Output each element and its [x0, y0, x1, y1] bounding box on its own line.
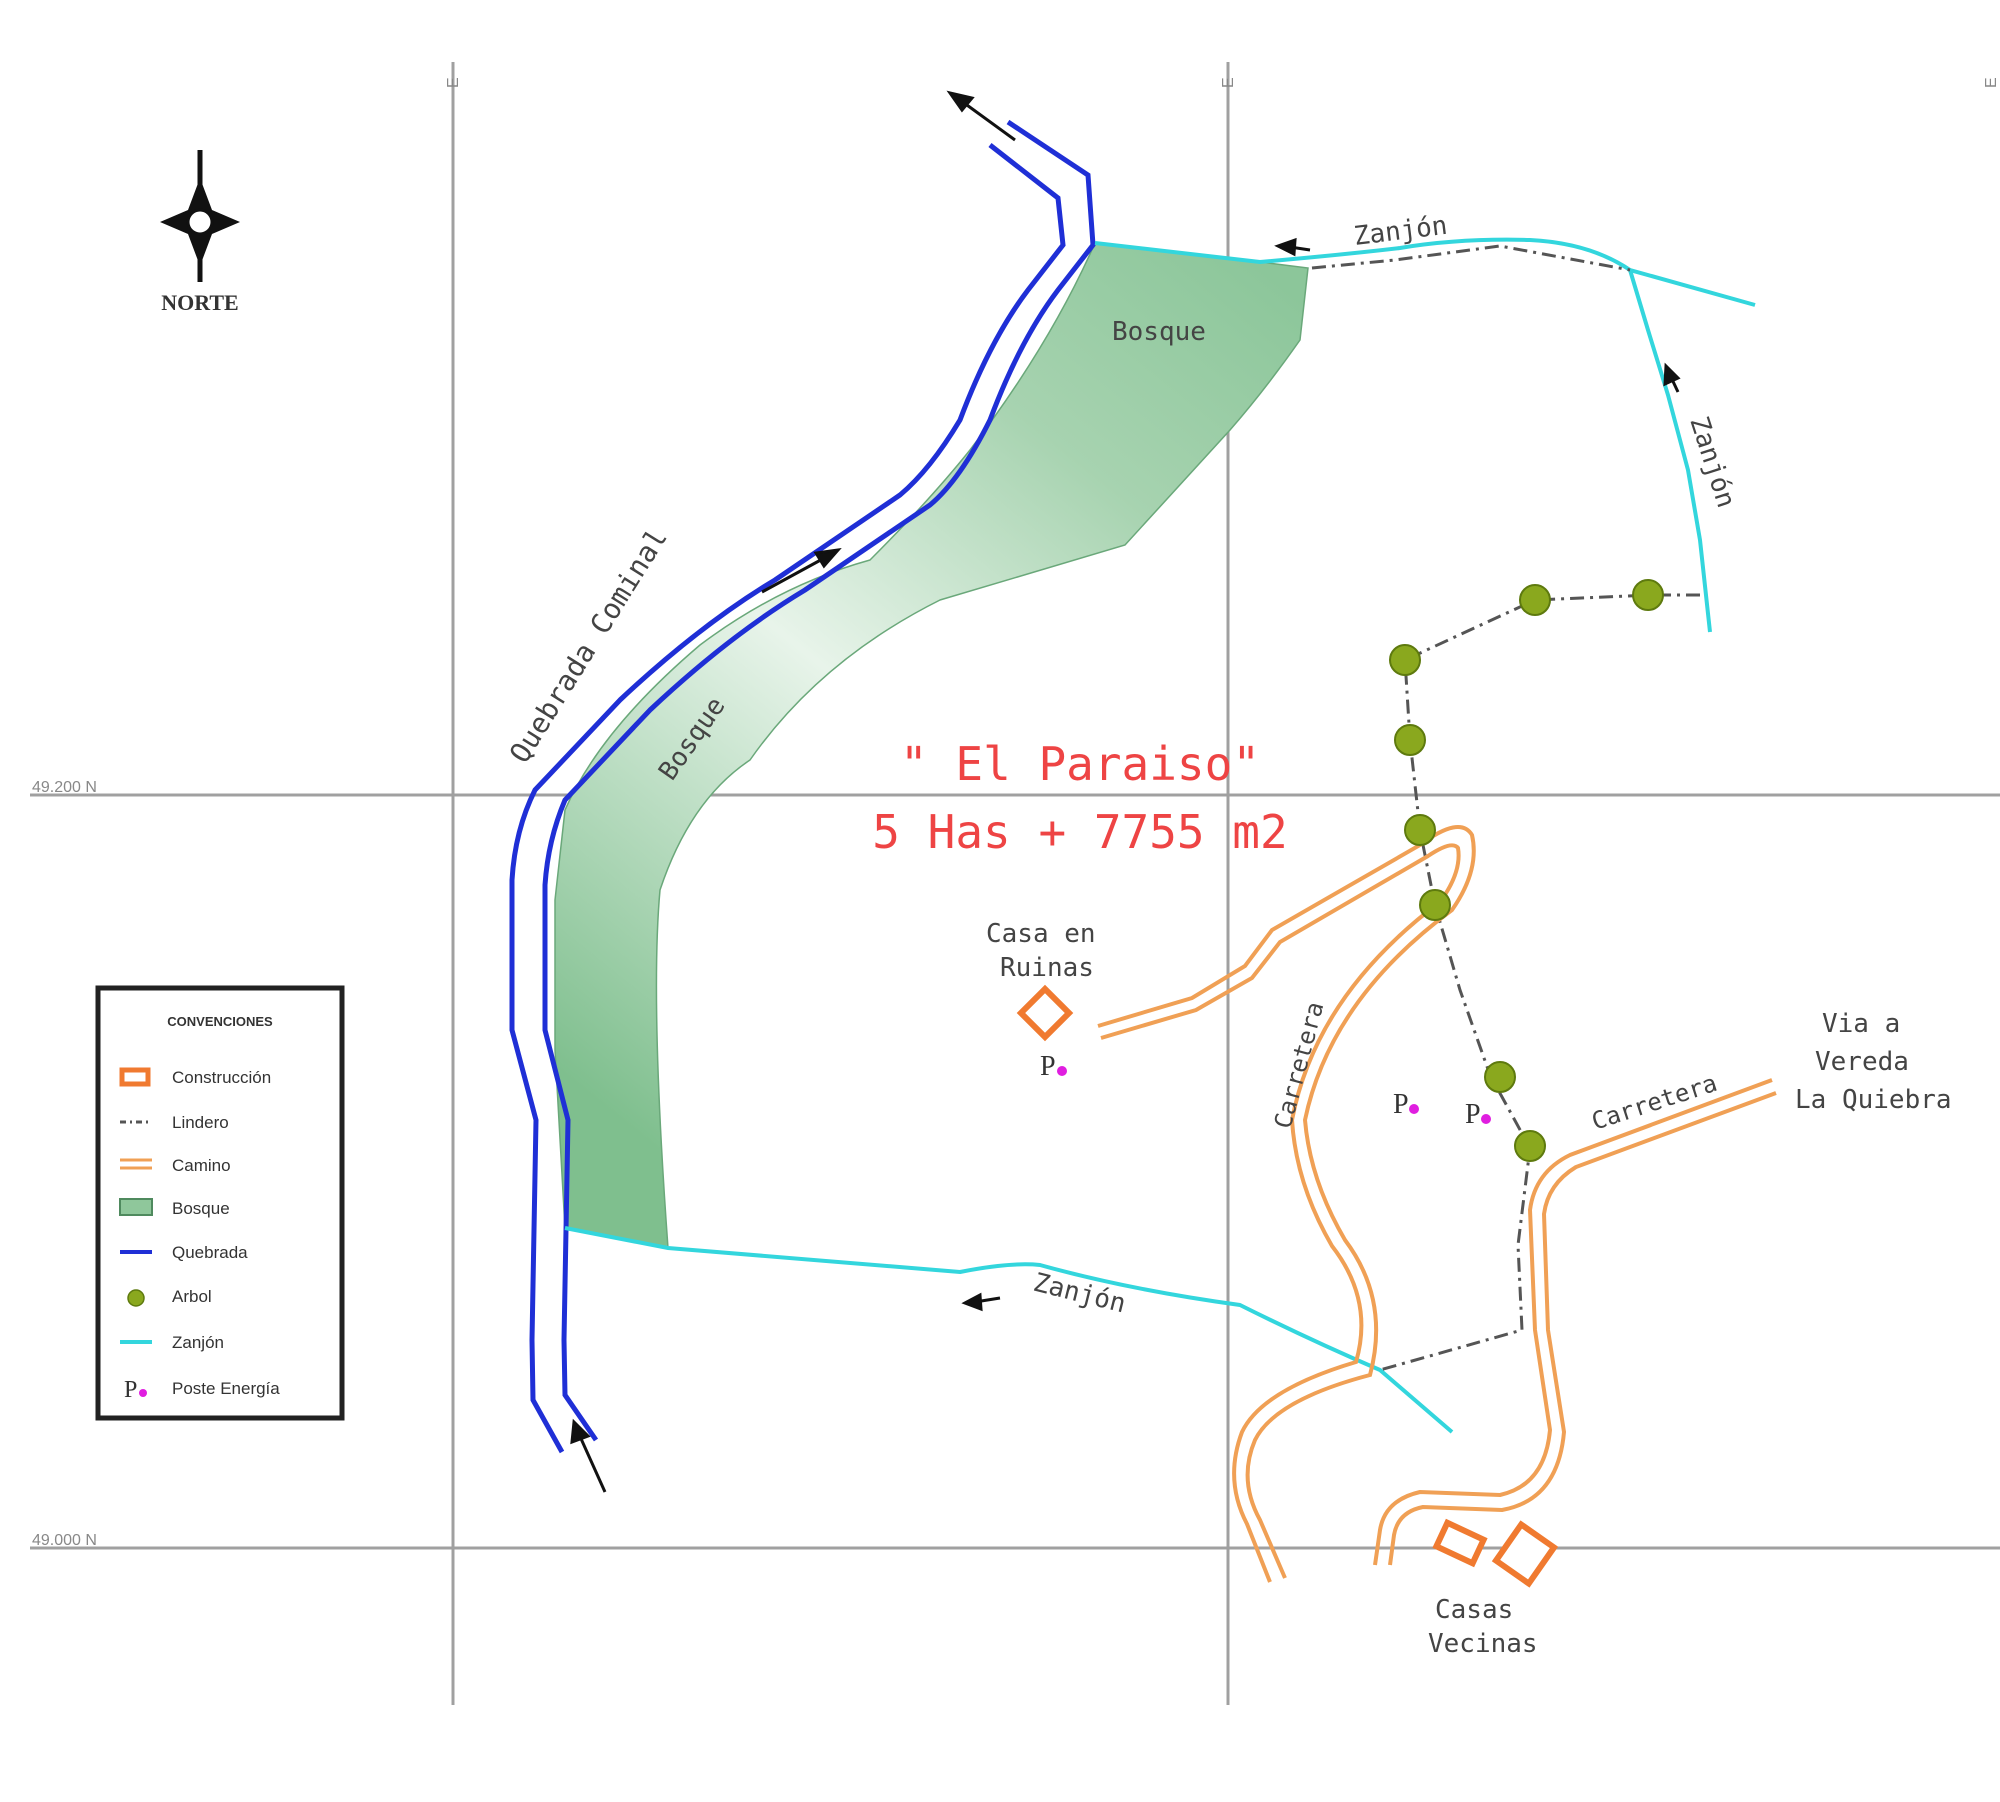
title-area: 5 Has + 7755 m2 — [872, 805, 1287, 859]
ruin-house — [1016, 984, 1074, 1042]
label-ruin-line1: Casa en — [986, 919, 1096, 949]
legend-label-arbol: Arbol — [172, 1287, 212, 1306]
legend-label-lindero: Lindero — [172, 1113, 229, 1132]
legend-swatch-construccion — [119, 1067, 151, 1087]
legend-swatch-poste-symbol: P — [124, 1377, 137, 1403]
grid-tick-left: E — [445, 77, 462, 88]
stream-bank-left — [509, 143, 1066, 1454]
arrow-head-ditch-bottom — [961, 1292, 983, 1312]
legend-label-camino: Camino — [172, 1156, 231, 1175]
grid-tick-mid: E — [1220, 77, 1237, 88]
north-label: NORTE — [161, 290, 238, 315]
legend-swatch-poste-dot — [139, 1389, 147, 1397]
ditch-bottom — [564, 1226, 1454, 1434]
label-houses-line1: Casas — [1435, 1595, 1513, 1625]
roads-camino — [1097, 825, 1777, 1583]
label-forest-top: Bosque — [1112, 317, 1206, 347]
map-title: " El Paraiso" 5 Has + 7755 m2 — [872, 737, 1287, 859]
legend: CONVENCIONES Construcción Lindero Camino… — [95, 985, 345, 1421]
legend-item-camino: Camino — [120, 1156, 231, 1175]
arrow-head-ditch-top — [1274, 237, 1297, 257]
stream-quebrada — [509, 119, 1096, 1454]
grid-labels: 49.200 N 49.000 N E E E — [32, 77, 2000, 1549]
legend-label-zanjon: Zanjón — [172, 1333, 224, 1352]
tree-1 — [1519, 584, 1551, 616]
pole-3: P — [1465, 1099, 1491, 1130]
road-right-edge-b — [1388, 1091, 1777, 1566]
neighbor-house-2 — [1491, 1520, 1559, 1588]
legend-item-lindero: Lindero — [120, 1113, 229, 1132]
grid-label-top: 49.200 N — [32, 779, 97, 796]
road-left-edge-b — [1100, 843, 1461, 1583]
legend-item-zanjon: Zanjón — [120, 1333, 224, 1352]
road-left-edge-a — [1097, 825, 1476, 1579]
arrow-head-stream-top — [946, 90, 975, 113]
pole-1: P — [1040, 1051, 1067, 1082]
arrow-stream-mid — [761, 554, 829, 594]
ditch-right — [1628, 269, 1712, 633]
label-via-line1: Via a — [1822, 1009, 1900, 1039]
tree-5 — [1404, 814, 1436, 846]
ditch-top — [1094, 237, 1756, 307]
property-boundary-lindero — [1311, 244, 1700, 1372]
arrow-head-stream-bottom — [570, 1418, 591, 1445]
tree-2 — [1632, 579, 1664, 611]
label-via-line3: La Quiebra — [1795, 1085, 1952, 1115]
legend-label-bosque: Bosque — [172, 1199, 230, 1218]
tree-6 — [1419, 889, 1451, 921]
tree-4 — [1394, 724, 1426, 756]
pole-2: P — [1393, 1089, 1419, 1120]
pole-3-dot — [1481, 1114, 1491, 1124]
title-name: " El Paraiso" — [900, 737, 1260, 791]
legend-item-construccion: Construcción — [119, 1067, 271, 1087]
pole-1-dot — [1057, 1066, 1067, 1076]
road-right-edge-a — [1373, 1078, 1773, 1566]
tree-7 — [1484, 1061, 1516, 1093]
arrow-stream-top — [959, 98, 1016, 142]
legend-item-quebrada: Quebrada — [120, 1243, 248, 1262]
stream-bank-right — [542, 119, 1096, 1442]
pole-3-symbol: P — [1465, 1099, 1481, 1130]
label-ruin-line2: Ruinas — [1000, 953, 1094, 983]
north-arrow-center — [186, 208, 214, 236]
label-houses-line2: Vecinas — [1428, 1629, 1538, 1659]
legend-label-construccion: Construcción — [172, 1068, 271, 1087]
constructions — [1016, 984, 1559, 1588]
label-via-line2: Vereda — [1815, 1047, 1909, 1077]
arrow-head-stream-mid — [813, 547, 842, 569]
energy-poles: P P P — [1040, 1051, 1491, 1130]
legend-title: CONVENCIONES — [167, 1014, 273, 1029]
legend-item-arbol: Arbol — [127, 1287, 212, 1307]
legend-item-poste: P Poste Energía — [124, 1377, 280, 1403]
legend-item-bosque: Bosque — [119, 1198, 230, 1218]
arrow-stream-bottom — [576, 1431, 607, 1493]
ditches-zanjon — [564, 237, 1756, 1434]
legend-label-poste: Poste Energía — [172, 1379, 280, 1398]
pole-1-symbol: P — [1040, 1051, 1056, 1082]
ditch-arrows — [961, 237, 1681, 1312]
north-arrow: NORTE — [160, 150, 240, 315]
tree-3 — [1389, 644, 1421, 676]
neighbor-house-1 — [1432, 1518, 1488, 1568]
legend-label-quebrada: Quebrada — [172, 1243, 248, 1262]
grid-tick-right: E — [1983, 77, 2000, 88]
legend-swatch-arbol — [127, 1289, 145, 1307]
pole-2-dot — [1409, 1104, 1419, 1114]
label-ditch-top: Zanjón — [1352, 211, 1449, 252]
stream-arrows — [570, 90, 1016, 1493]
arrow-head-ditch-right — [1663, 362, 1681, 387]
pole-2-symbol: P — [1393, 1089, 1409, 1120]
tree-8 — [1514, 1130, 1546, 1162]
legend-swatch-bosque — [119, 1198, 153, 1216]
grid-label-bottom: 49.000 N — [32, 1532, 97, 1549]
trees-arbol — [1389, 579, 1664, 1162]
